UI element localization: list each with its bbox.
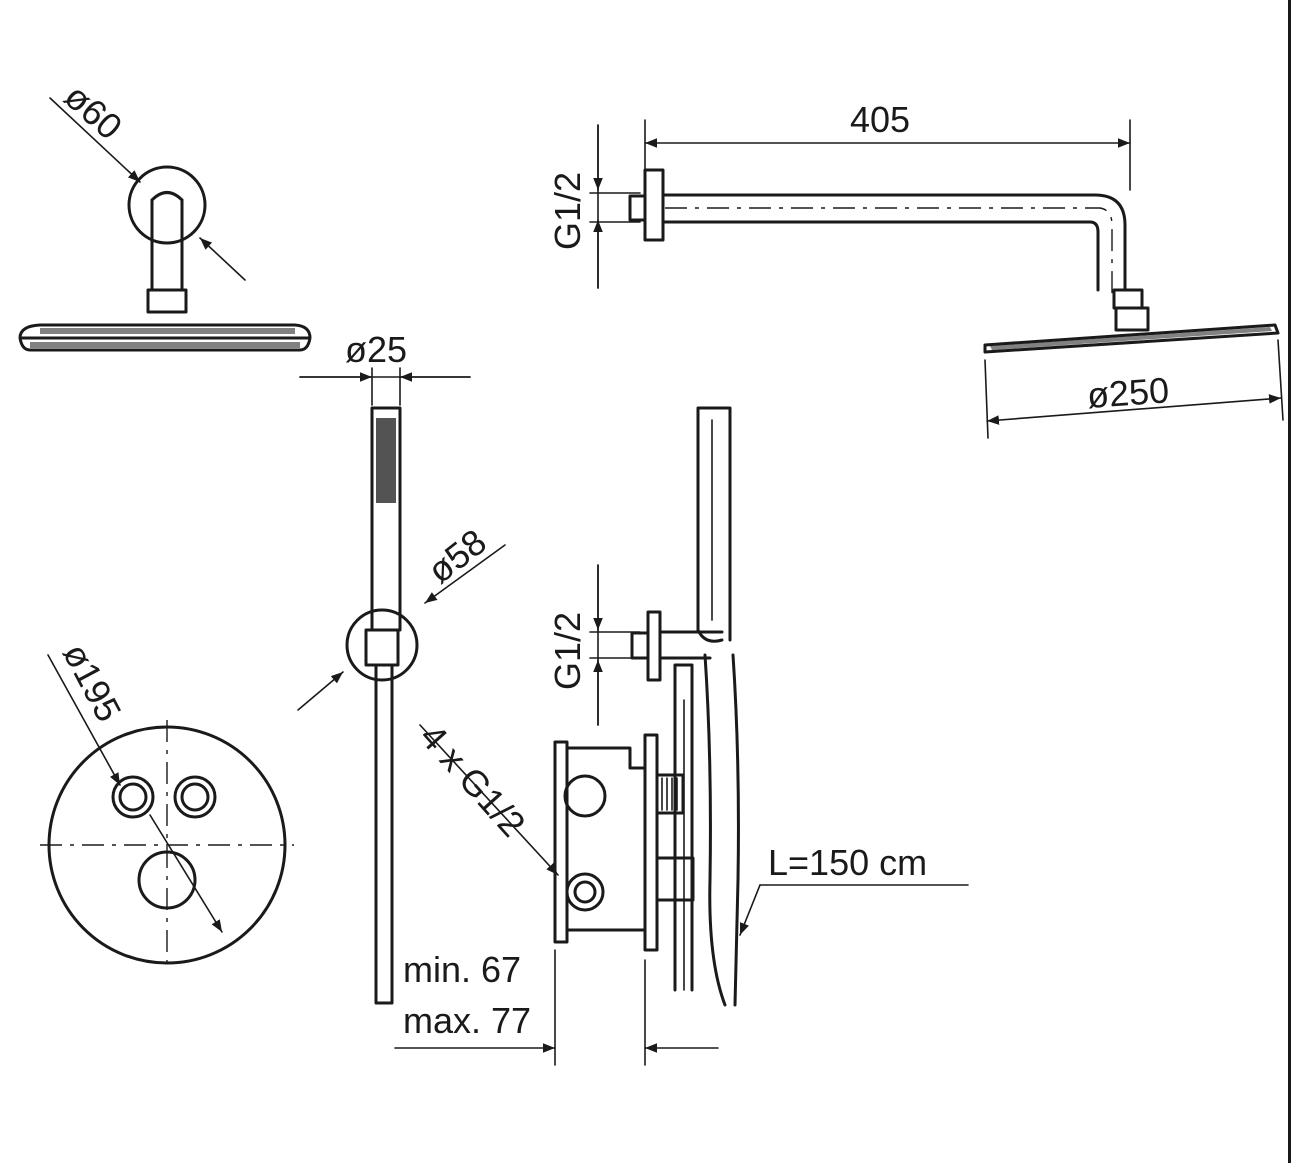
valve-body — [565, 746, 647, 932]
shower-arm — [661, 193, 1127, 292]
valve-connections-label: 4 x G1/2 — [412, 716, 534, 845]
hand-shower-holder — [345, 608, 419, 682]
shower-arm-length-label: 405 — [850, 99, 910, 140]
hand-shower-spray-face — [376, 418, 396, 503]
valve-connector — [565, 872, 605, 912]
hose-side — [703, 653, 740, 1007]
flange-dimension-line — [49, 97, 141, 183]
ceiling-arm-nut — [146, 288, 188, 314]
left-knob — [111, 775, 155, 819]
ceiling-flange — [127, 165, 207, 245]
wall-connection-bottom-label: G1/2 — [547, 612, 588, 690]
ceiling-shower-view: ø60 — [18, 75, 312, 352]
depth-min-label: min. 67 — [403, 949, 521, 990]
wall-flange — [643, 168, 665, 242]
right-knob — [173, 775, 217, 819]
wall-connection-top-label: G1/2 — [547, 172, 588, 250]
valve-mounting-plate — [553, 740, 569, 944]
cover-plate-view: ø195 — [40, 637, 294, 970]
hand-shower-diameter-label: ø25 — [345, 329, 407, 370]
ceiling-flange-diameter-label: ø60 — [57, 75, 131, 147]
wall-outlet-flange — [646, 610, 662, 682]
ceiling-arm — [150, 198, 184, 292]
head-diameter-label: ø250 — [1086, 369, 1171, 416]
hand-shower-hose — [374, 663, 394, 1005]
hose-length-label: L=150 cm — [768, 842, 927, 883]
hand-shower-body — [370, 406, 402, 632]
page-border-line — [1288, 0, 1291, 1163]
valve-side-view: G1/2 4 x G1/2 L=150 cm min. 67 max. 77 — [394, 406, 969, 1066]
depth-max-label: max. 77 — [403, 1000, 531, 1041]
arm-nut — [1114, 306, 1150, 332]
hand-shower-view: ø25 ø58 — [297, 329, 506, 1005]
ceiling-shower-head — [18, 323, 312, 352]
holder-diameter-label: ø58 — [420, 521, 494, 592]
hand-shower-side — [696, 406, 732, 642]
diverter-knob — [137, 850, 197, 910]
wall-shower-head — [983, 323, 1280, 354]
plate-diameter-label: ø195 — [55, 637, 130, 729]
finishing-plate — [643, 733, 659, 952]
head-diameter-dimension — [986, 394, 1282, 425]
wall-shower-arm-view: G1/2 405 ø250 — [547, 99, 1284, 439]
